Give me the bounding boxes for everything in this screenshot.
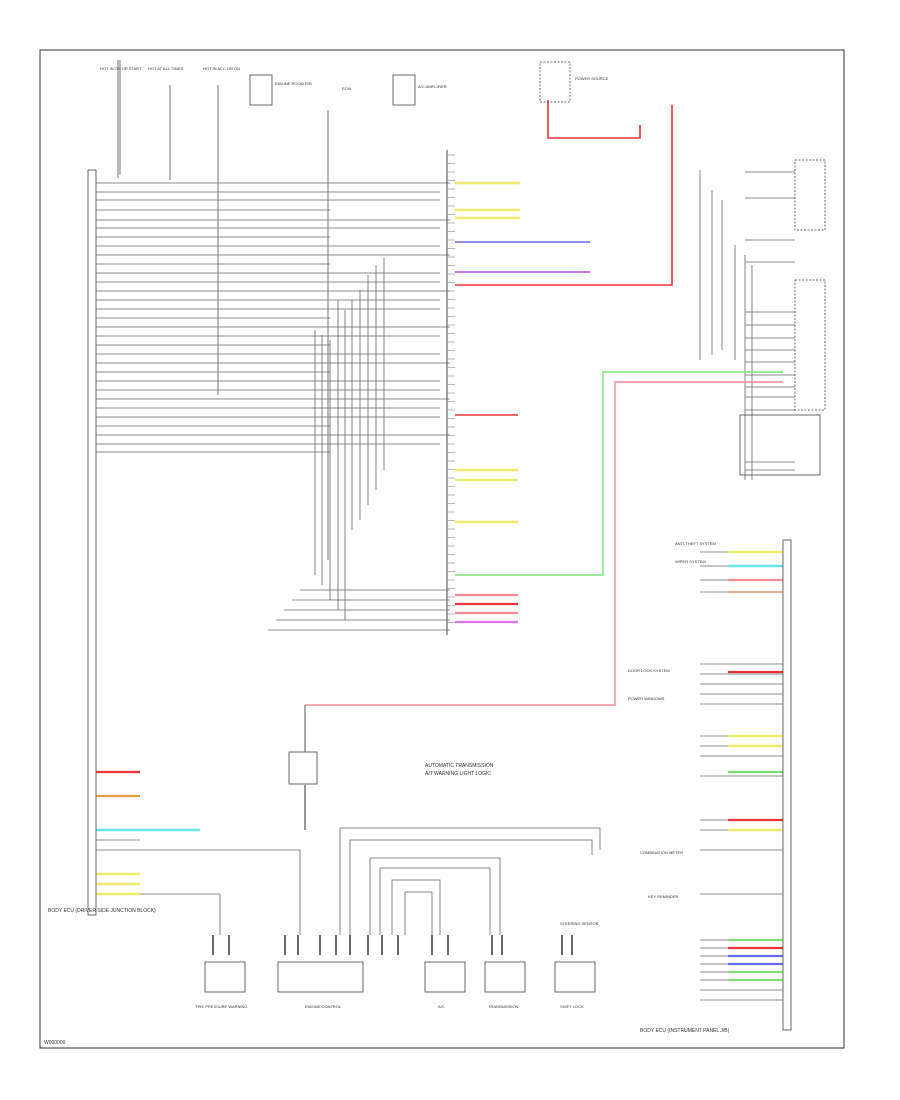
legend-line-1: AUTOMATIC TRANSMISSION <box>425 763 494 769</box>
bottom-component-2 <box>277 961 364 993</box>
top-label-2: HOT AT ALL TIMES <box>148 66 183 71</box>
bottom-bundle <box>391 879 441 935</box>
bottom-label-2: ENGINE CONTROL <box>305 1004 342 1009</box>
bottom-component-3 <box>424 961 466 993</box>
bottom-label-3: A/C <box>438 1004 445 1009</box>
bottom-component-4 <box>484 961 526 993</box>
top-label-4: ENGINE ROOM R/B <box>275 81 312 86</box>
colored-wire-group <box>96 100 783 982</box>
top-label-3: HOT IN ACC OR ON <box>203 66 240 71</box>
red-wire <box>547 100 641 139</box>
bottom-label-6: STEERING SENSOR <box>560 921 599 926</box>
right-connector-strip <box>782 539 792 1031</box>
red-wire <box>455 105 673 286</box>
right-label-2: WIPER SYSTEM <box>675 559 706 564</box>
relay-box-1 <box>249 74 273 106</box>
pink-wire <box>305 381 783 706</box>
bottom-component-5 <box>554 961 596 993</box>
top-label-5: ECM <box>342 86 351 91</box>
left-unit-label: BODY ECU (DRIVER SIDE JUNCTION BLOCK) <box>48 908 156 914</box>
bottom-label-4: TRANSMISSION <box>488 1004 519 1009</box>
bottom-label-5: SHIFT LOCK <box>560 1004 584 1009</box>
right-label-5: COMBINATION METER <box>640 850 683 855</box>
bottom-bundle <box>369 857 501 935</box>
left-connector-strip <box>87 169 97 916</box>
bottom-bundle <box>339 827 601 935</box>
bottom-bundle <box>379 867 491 935</box>
combination-switch-box <box>288 751 318 785</box>
top-label-1: HOT IN ON OR START <box>100 66 142 71</box>
right-label-3: DOOR LOCK SYSTEM <box>628 668 670 673</box>
right-unit-label: BODY ECU (INSTRUMENT PANEL J/B) <box>640 1028 730 1034</box>
diagram-border <box>39 49 845 1049</box>
fuse-box <box>539 61 571 103</box>
right-label-4: POWER WINDOWS <box>628 696 665 701</box>
right-unit-box-1 <box>794 159 826 231</box>
bottom-label-1: TIRE PRESSURE WARNING <box>195 1004 248 1009</box>
right-unit-box-2 <box>794 279 826 411</box>
bottom-bundle <box>349 839 593 935</box>
diagram-code: W000000 <box>44 1040 66 1046</box>
green-wire <box>455 371 783 576</box>
wire-group <box>96 60 795 1001</box>
bottom-bundle <box>404 891 433 935</box>
legend-line-2: A/T WARNING LIGHT LOGIC <box>425 771 491 777</box>
relay-box-2 <box>392 74 416 106</box>
right-label-6: KEY REMINDER <box>648 894 678 899</box>
right-label-1: ANTI-THEFT SYSTEM <box>675 541 716 546</box>
top-label-6: A/C AMPLIFIER <box>418 84 447 89</box>
right-unit-box-3 <box>739 414 821 476</box>
top-label-7: POWER SOURCE <box>575 76 609 81</box>
bottom-component-1 <box>204 961 246 993</box>
